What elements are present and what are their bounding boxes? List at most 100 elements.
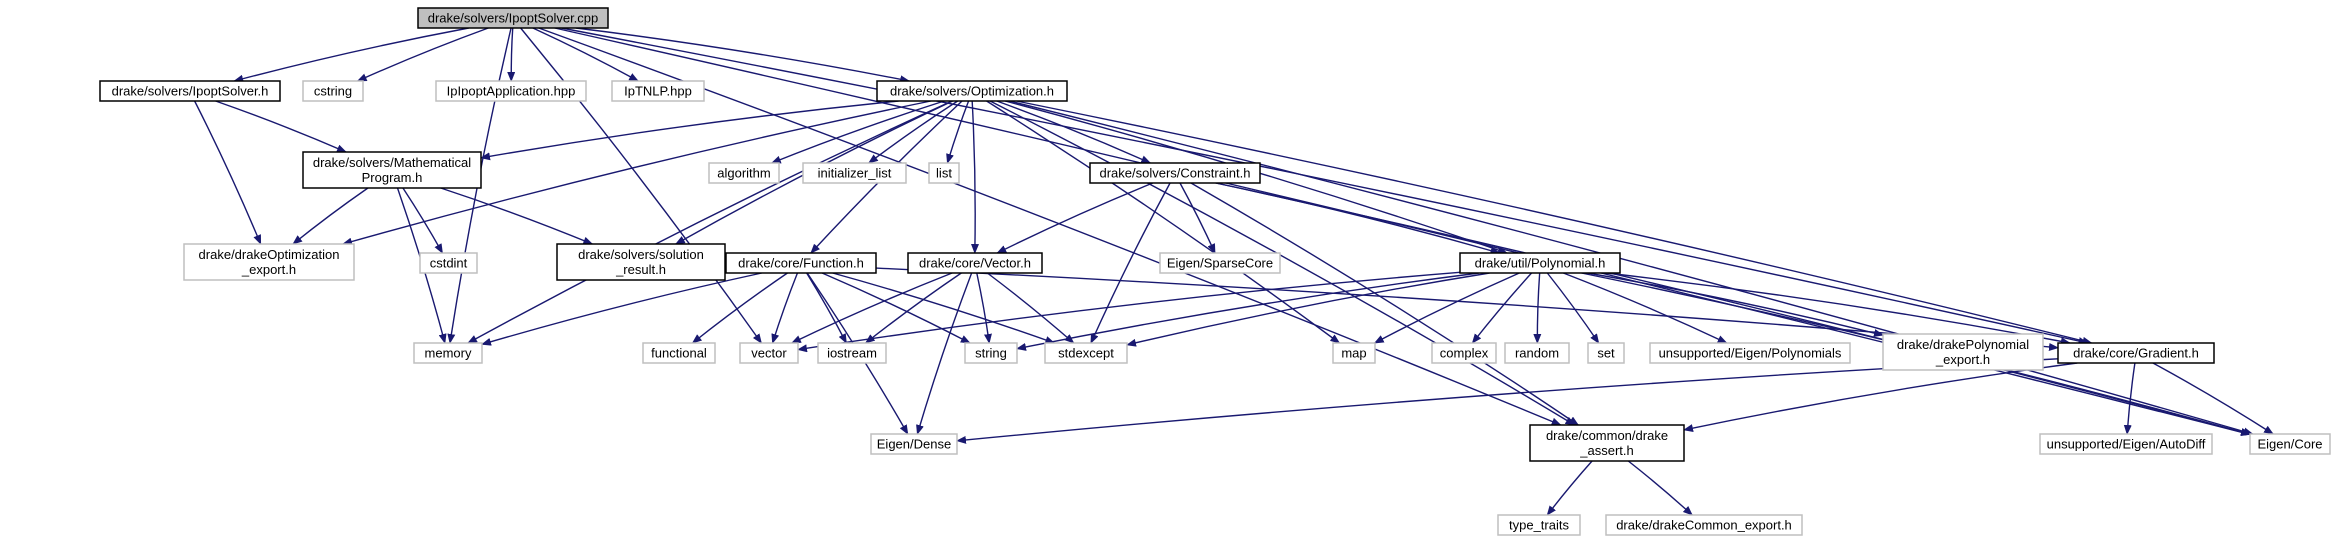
edge-polynomial-to-unsup_poly (1563, 272, 1728, 344)
node-label: type_traits (1509, 518, 1569, 533)
node-ipopt_cpp[interactable]: drake/solvers/IpoptSolver.cpp (417, 7, 609, 29)
edge-optimization-to-memory (467, 100, 953, 344)
edge-polynomial-to-string (1016, 272, 1480, 351)
node-ipopt_h[interactable]: drake/solvers/IpoptSolver.h (99, 80, 281, 102)
edge-vector_h-to-eigen_dense (916, 272, 973, 435)
edge-vector_h-to-stdexcept (986, 272, 1075, 344)
edge-ipopt_cpp-to-vector (520, 27, 762, 344)
edge-optimization-to-algorithm (770, 100, 945, 164)
node-box (1529, 424, 1685, 462)
node-layer: drake/solvers/IpoptSolver.cpp drake/solve… (99, 7, 2331, 536)
edge-ipopt_cpp-to-gradient (561, 27, 2089, 345)
edge-optimization-to-mathprog (480, 100, 899, 161)
edge-polynomial-to-drakepoly_export (1587, 272, 1884, 337)
node-label: drake/solvers/Constraint.h (1099, 166, 1250, 181)
edge-constraint-to-eigen_core (1215, 182, 2251, 436)
node-polynomial[interactable]: drake/util/Polynomial.h (1459, 252, 1621, 274)
edge-ipopt_cpp-to-optimization (575, 27, 911, 84)
edge-optimization-to-gradient (1016, 100, 2093, 345)
node-label: Program.h (362, 170, 423, 185)
node-unsup_autodiff: unsupported/Eigen/AutoDiff (2039, 433, 2213, 455)
node-label: drake/solvers/solution (578, 247, 704, 262)
node-solution_result[interactable]: drake/solvers/solution_result.h (556, 243, 726, 281)
node-box (725, 252, 877, 274)
node-label: initializer_list (818, 166, 892, 181)
node-box (870, 433, 958, 455)
node-complex: complex (1431, 342, 1497, 364)
edge-optimization-to-constraint (996, 100, 1152, 164)
edge-mathprog-to-cstdint (402, 187, 444, 254)
node-function[interactable]: drake/core/Function.h (725, 252, 877, 274)
node-unsup_poly: unsupported/Eigen/Polynomials (1649, 342, 1851, 364)
node-label: map (1341, 346, 1366, 361)
node-label: vector (751, 346, 787, 361)
node-label: _export.h (1935, 352, 1990, 367)
node-eigen_core: Eigen/Core (2249, 433, 2331, 455)
edge-drake_assert-to-drakecommon_export (1627, 460, 1693, 516)
edge-optimization-to-init_list (868, 100, 959, 164)
node-box (1882, 333, 2044, 371)
node-box (642, 342, 716, 364)
node-vector_h[interactable]: drake/core/Vector.h (907, 252, 1043, 274)
node-box (556, 243, 726, 281)
node-label: drake/drakePolynomial (1897, 337, 2029, 352)
node-label: iostream (827, 346, 877, 361)
node-box (1159, 252, 1281, 274)
node-label: unsupported/Eigen/AutoDiff (2047, 437, 2206, 452)
node-box (739, 342, 799, 364)
edge-constraint-to-sparsecore (1179, 182, 1216, 254)
node-constraint[interactable]: drake/solvers/Constraint.h (1089, 162, 1261, 184)
edge-function-to-stdexcept (832, 272, 1056, 344)
edge-polynomial-to-stdexcept (1126, 272, 1490, 347)
node-gradient[interactable]: drake/core/Gradient.h (2057, 342, 2215, 364)
node-box (417, 7, 609, 29)
node-optimization[interactable]: drake/solvers/Optimization.h (876, 80, 1068, 102)
edge-function-to-string (821, 272, 971, 344)
node-label: Eigen/Core (2257, 437, 2322, 452)
node-map: map (1332, 342, 1376, 364)
node-label: IpTNLP.hpp (624, 84, 692, 99)
node-box (1504, 342, 1570, 364)
node-drake_assert[interactable]: drake/common/drake_assert.h (1529, 424, 1685, 462)
node-label: functional (651, 346, 707, 361)
edge-constraint-to-drake_assert (1190, 182, 1580, 426)
node-iostream: iostream (817, 342, 887, 364)
edge-function-to-functional (691, 272, 788, 344)
edge-ipopt_cpp-to-ipopt_h (233, 27, 469, 83)
node-label: list (936, 166, 952, 181)
edge-optimization-to-list (946, 100, 970, 164)
edge-optimization-to-map (986, 100, 1341, 344)
node-box (2249, 433, 2331, 455)
node-label: drake/core/Vector.h (919, 256, 1031, 271)
edge-drake_assert-to-type_traits (1546, 460, 1593, 516)
node-box (907, 252, 1043, 274)
edge-gradient-to-eigen_core (2152, 362, 2274, 435)
edge-constraint-to-stdexcept (1090, 182, 1171, 344)
node-label: drake/drakeOptimization (199, 247, 340, 262)
node-label: drake/core/Gradient.h (2073, 346, 2199, 361)
node-label: Eigen/Dense (877, 437, 951, 452)
node-box (876, 80, 1068, 102)
edge-optimization-to-vector_h (970, 100, 979, 254)
node-ipipoptapp: IpIpoptApplication.hpp (435, 80, 587, 102)
edge-layer (193, 27, 2274, 516)
node-algorithm: algorithm (708, 162, 780, 184)
node-box (302, 151, 482, 189)
edge-gradient-to-eigen_dense (956, 358, 2059, 444)
edge-function-to-iostream (806, 272, 847, 344)
edge-polynomial-to-random (1533, 272, 1542, 344)
node-box (99, 80, 281, 102)
edge-constraint-to-vector_h (996, 182, 1154, 254)
node-label: drake/core/Function.h (738, 256, 864, 271)
node-label: _assert.h (1579, 443, 1633, 458)
node-cstring: cstring (302, 80, 364, 102)
node-label: Eigen/SparseCore (1167, 256, 1273, 271)
edge-optimization-to-drake_assert (989, 100, 1576, 426)
node-box (1044, 342, 1128, 364)
node-label: memory (425, 346, 472, 361)
node-label: drake/common/drake (1546, 428, 1668, 443)
node-label: IpIpoptApplication.hpp (447, 84, 576, 99)
node-string: string (964, 342, 1018, 364)
